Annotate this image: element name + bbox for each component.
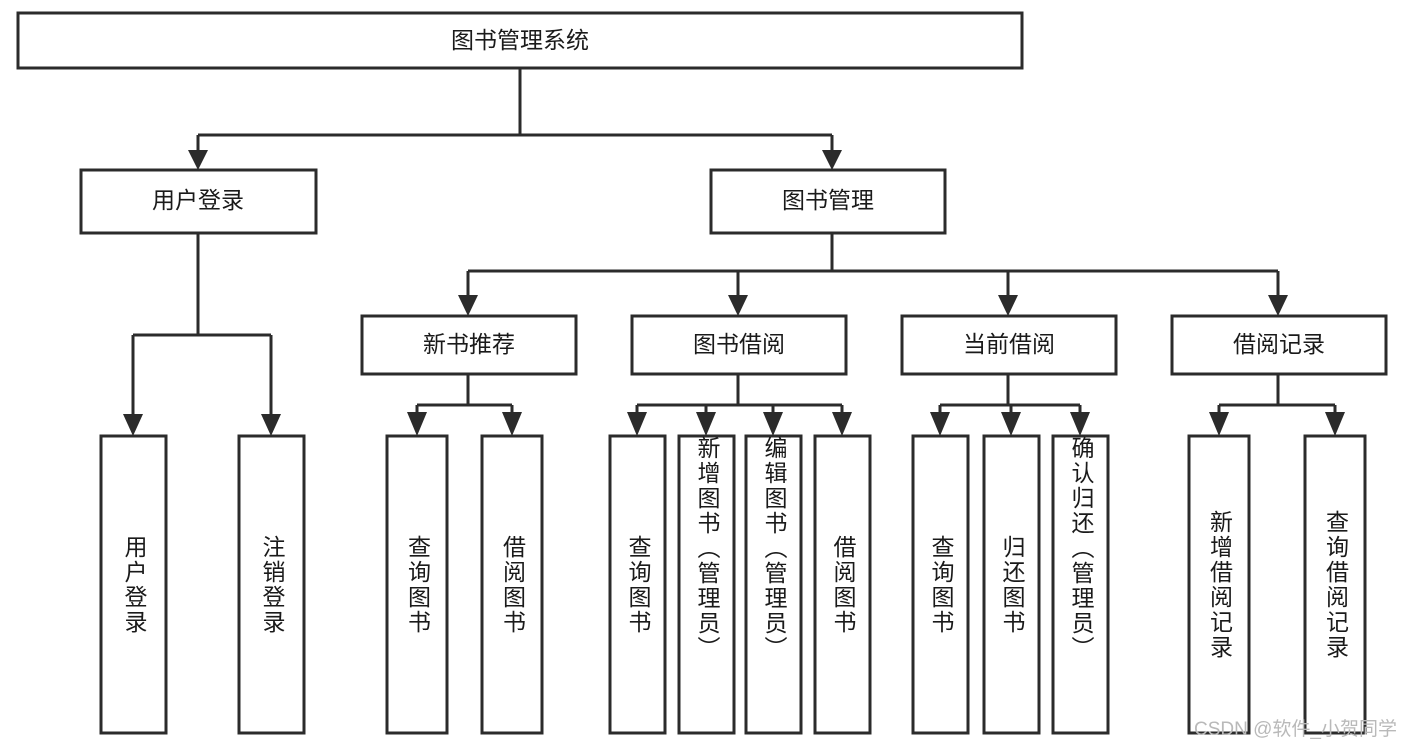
connector-group-current-borrow — [930, 374, 1090, 436]
connector-group-user-login — [123, 233, 281, 436]
leaf-boxes — [99, 434, 1367, 735]
node-borrow-record-label: 借阅记录 — [1233, 331, 1325, 357]
node-book-borrow-label: 图书借阅 — [693, 331, 785, 357]
arrowhead-leaf-return-book — [1001, 412, 1021, 436]
node-leaf-return-book-box[interactable] — [982, 434, 1041, 735]
arrowhead-leaf-query-book-2 — [627, 412, 647, 436]
arrowhead-new-book-rec — [458, 295, 478, 316]
arrowhead-user-login — [188, 150, 208, 170]
node-leaf-add-record-box[interactable] — [1187, 434, 1251, 735]
connector-group-root — [188, 68, 842, 170]
node-root-box[interactable] — [16, 11, 1024, 70]
node-leaf-user-login-box[interactable] — [99, 434, 168, 735]
node-user-login[interactable]: 用户登录 — [79, 168, 318, 235]
csdn-watermark: CSDN @软件_小贺同学 — [1194, 719, 1397, 740]
node-leaf-query-record-box[interactable] — [1303, 434, 1367, 735]
node-leaf-borrow-book-1-box[interactable] — [480, 434, 544, 735]
node-leaf-logout-box[interactable] — [237, 434, 306, 735]
arrowhead-leaf-user-login — [123, 414, 143, 436]
arrowhead-leaf-logout — [261, 414, 281, 436]
arrowhead-book-borrow — [728, 295, 748, 316]
arrowhead-current-borrow — [998, 295, 1018, 316]
connector-group-book-borrow — [627, 374, 852, 436]
node-borrow-record[interactable]: 借阅记录 — [1170, 314, 1388, 376]
node-leaf-query-book-1-box[interactable] — [385, 434, 449, 735]
node-borrow-record-box[interactable] — [1170, 314, 1388, 376]
node-book-manage-box[interactable] — [709, 168, 947, 235]
node-current-borrow-label: 当前借阅 — [963, 331, 1055, 357]
connector-group-book-manage — [458, 233, 1288, 316]
arrowhead-leaf-edit-book — [763, 412, 783, 436]
node-book-manage-label: 图书管理 — [782, 187, 874, 213]
node-new-book-rec-label: 新书推荐 — [423, 331, 515, 357]
node-leaf-add-book-box[interactable] — [677, 434, 736, 735]
node-user-login-box[interactable] — [79, 168, 318, 235]
node-new-book-rec[interactable]: 新书推荐 — [360, 314, 578, 376]
node-root[interactable]: 图书管理系统 — [16, 11, 1024, 70]
node-leaf-edit-book-box[interactable] — [744, 434, 803, 735]
node-leaf-query-book-2-box[interactable] — [608, 434, 667, 735]
node-book-borrow[interactable]: 图书借阅 — [630, 314, 848, 376]
node-current-borrow-box[interactable] — [900, 314, 1118, 376]
node-book-manage[interactable]: 图书管理 — [709, 168, 947, 235]
arrowhead-borrow-record — [1268, 295, 1288, 316]
node-leaf-confirm-return-box[interactable] — [1051, 434, 1110, 735]
arrowhead-leaf-borrow-book-1 — [502, 412, 522, 436]
node-user-login-label: 用户登录 — [152, 187, 244, 213]
arrowhead-leaf-borrow-book-2 — [832, 412, 852, 436]
arrowhead-leaf-add-book — [696, 412, 716, 436]
arrowhead-leaf-query-record — [1325, 412, 1345, 436]
arrowhead-leaf-query-book-1 — [407, 412, 427, 436]
node-root-label: 图书管理系统 — [451, 27, 589, 53]
node-book-borrow-box[interactable] — [630, 314, 848, 376]
arrowhead-book-manage — [822, 150, 842, 170]
arrowhead-leaf-query-book-3 — [930, 412, 950, 436]
node-leaf-borrow-book-2-box[interactable] — [813, 434, 872, 735]
arrowhead-leaf-add-record — [1209, 412, 1229, 436]
arrowhead-leaf-confirm-return — [1070, 412, 1090, 436]
connector-group-borrow-record — [1209, 374, 1345, 436]
node-current-borrow[interactable]: 当前借阅 — [900, 314, 1118, 376]
connector-group-new-book-rec — [407, 374, 522, 436]
node-leaf-query-book-3-box[interactable] — [911, 434, 970, 735]
node-new-book-rec-box[interactable] — [360, 314, 578, 376]
